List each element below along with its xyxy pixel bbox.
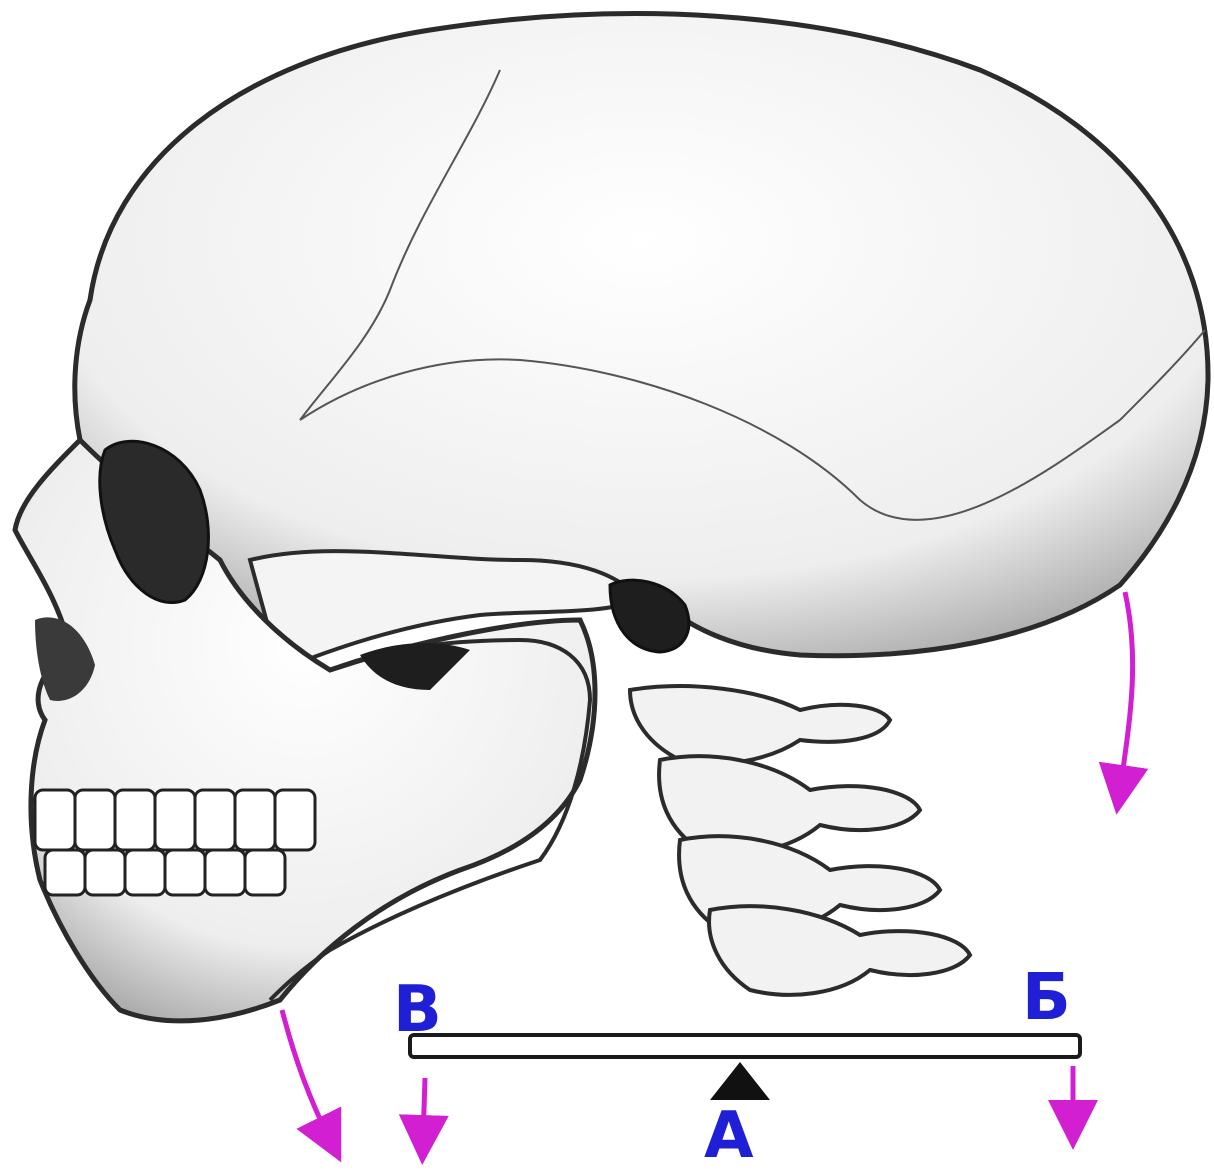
teeth xyxy=(35,790,315,895)
lever-bar xyxy=(410,1035,1080,1057)
label-point-v: В xyxy=(393,978,442,1042)
arrow-down-icon xyxy=(282,1010,330,1140)
cervical-vertebrae-icon xyxy=(630,686,970,995)
arrow-down-icon xyxy=(1120,592,1133,790)
label-point-b: Б xyxy=(1022,966,1071,1030)
fulcrum-icon xyxy=(710,1062,770,1100)
label-pivot-a: А xyxy=(704,1104,754,1168)
cranium xyxy=(75,14,1208,660)
arrow-down-icon xyxy=(423,1078,425,1140)
skull-icon xyxy=(15,14,1208,1021)
